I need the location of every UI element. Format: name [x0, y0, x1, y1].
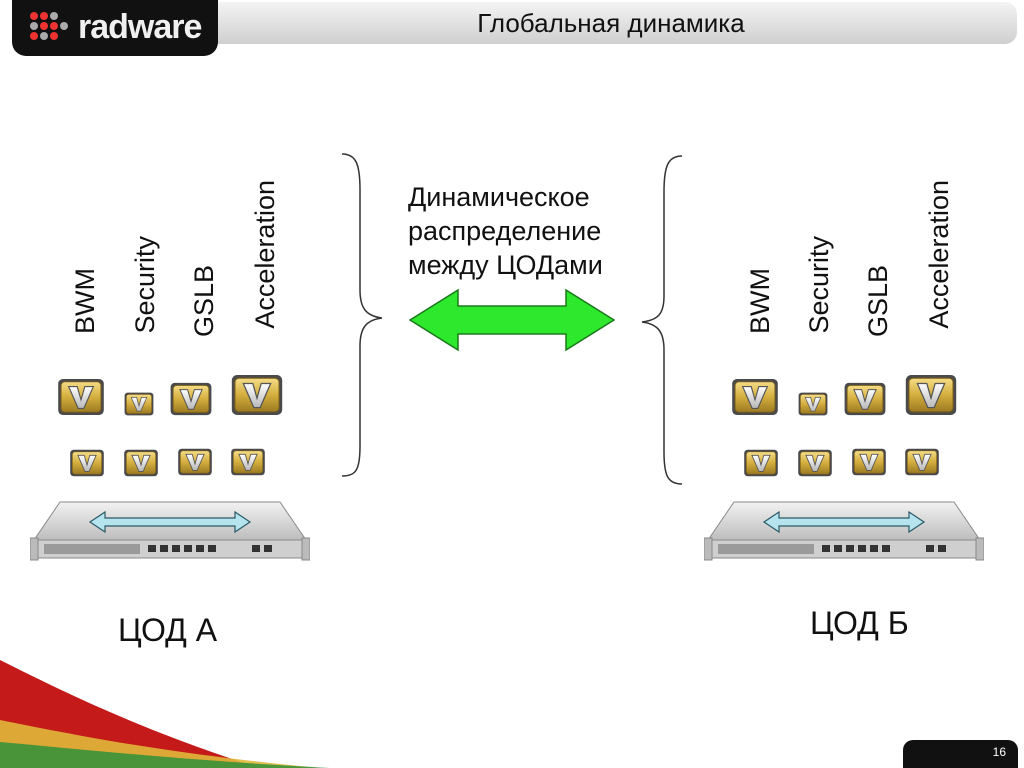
- header-bar: Глобальная динамика: [205, 2, 1017, 44]
- page-number: 16: [992, 745, 1006, 759]
- label-bwm-b: BWM: [745, 268, 775, 334]
- v-logo-icon: [57, 378, 105, 416]
- logo-text: radware: [78, 8, 202, 46]
- label-bwm-a: BWM: [70, 268, 100, 334]
- left-brace: [341, 153, 383, 477]
- v-logo-icon: [850, 448, 888, 476]
- v-logo-icon: [843, 382, 887, 416]
- logo-dots-icon: [30, 12, 68, 40]
- double-arrow-icon: [408, 288, 616, 352]
- label-acceleration-a: Acceleration: [250, 180, 280, 329]
- page-title: Глобальная динамика: [477, 8, 745, 38]
- datacenter-a-label: ЦОД А: [118, 612, 218, 648]
- v-logo-icon: [731, 378, 779, 416]
- footer-swoosh: [0, 660, 330, 768]
- v-logo-icon: [796, 449, 834, 477]
- center-description: Динамическое распределение между ЦОДами: [408, 180, 628, 282]
- v-logo-icon: [122, 449, 160, 477]
- label-gslb-b: GSLB: [863, 265, 893, 338]
- v-logo-icon: [68, 449, 106, 477]
- label-security-a: Security: [130, 236, 160, 334]
- label-acceleration-b: Acceleration: [924, 180, 954, 329]
- center-line-1: Динамическое: [408, 182, 590, 212]
- center-line-2: распределение: [408, 216, 602, 246]
- v-logo-icon: [742, 449, 780, 477]
- v-logo-icon: [903, 448, 941, 476]
- center-line-3: между ЦОДами: [408, 250, 603, 280]
- v-logo-icon: [176, 448, 214, 476]
- v-logo-icon: [230, 374, 284, 416]
- v-logo-icon: [904, 374, 958, 416]
- page-number-badge: 16: [903, 740, 1018, 768]
- datacenter-b-label: ЦОД Б: [810, 605, 909, 641]
- v-logo-icon: [169, 382, 213, 416]
- server-appliance-icon: [30, 500, 310, 562]
- right-brace: [641, 155, 683, 485]
- logo: radware: [12, 0, 218, 56]
- v-logo-icon: [797, 392, 829, 416]
- label-security-b: Security: [804, 236, 834, 334]
- server-appliance-icon: [704, 500, 984, 562]
- label-gslb-a: GSLB: [189, 265, 219, 338]
- v-logo-icon: [123, 392, 155, 416]
- v-logo-icon: [229, 448, 267, 476]
